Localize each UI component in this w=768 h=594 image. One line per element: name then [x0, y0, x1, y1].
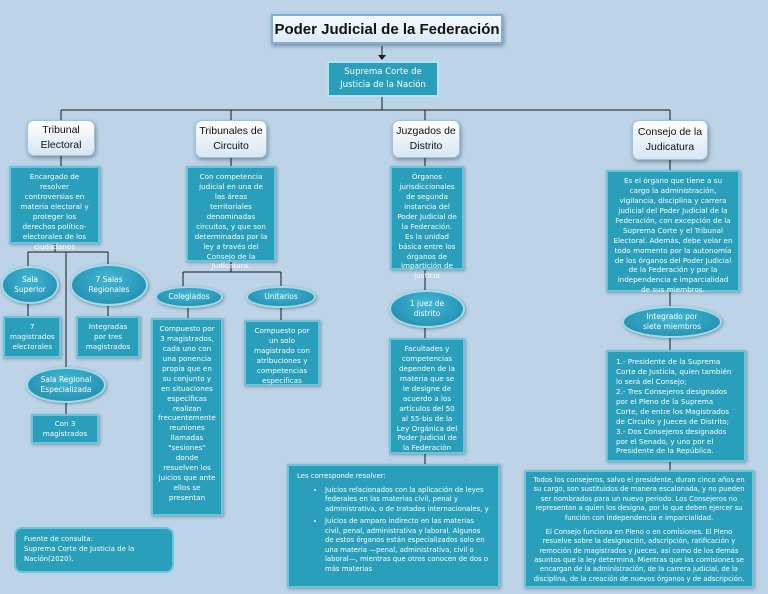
consejo-desc-text: Es el órgano que tiene a su cargo la adm… [613, 176, 733, 295]
oval-colegiados: Colegiados [155, 286, 223, 308]
header-tribunal-electoral: Tribunal Electoral [27, 120, 95, 156]
oval-unitarios: Unitarios [246, 286, 316, 308]
suprema-corte-text: Suprema Corte de Justicia de la Nación [340, 67, 426, 90]
sala-especializada-desc-text: Con 3 magistrados [42, 419, 88, 438]
list-item: Juicios de amparo indirecto en las mater… [325, 517, 490, 574]
sala-especializada-desc: Con 3 magistrados [31, 414, 99, 444]
suprema-corte-box: Suprema Corte de Justicia de la Nación [327, 61, 439, 97]
list-item: Juicios relacionados con la aplicación d… [325, 486, 490, 515]
integrado-text: Integrado por siete miembros [642, 311, 702, 332]
tribunal-electoral-desc: Encargado de resolver controversias en m… [9, 166, 100, 251]
consejo-bottom-p2: El Consejo funciona en Pleno o en comisi… [533, 527, 745, 583]
salas-regionales-text: 7 Salas Regionales [88, 274, 130, 295]
header-tribunales-circuito-text: Tribunales de Circuito [199, 124, 263, 152]
sala-superior-desc-text: 7 magistrados electorales [10, 322, 55, 351]
unitarios-desc-text: Compuesto por un solo magistrado con atr… [253, 326, 311, 385]
corresponde-list: Juicios relacionados con la aplicación d… [297, 486, 490, 575]
corresponde-intro: Les corresponde resolver: [297, 472, 386, 480]
oval-salas-regionales: 7 Salas Regionales [70, 264, 148, 306]
juzgados-distrito-desc-text: Órganos jurisdiccionales de segunda inst… [397, 172, 457, 281]
tribunales-circuito-desc-text: Con competencia judicial en una de las á… [194, 172, 268, 271]
header-juzgados-distrito: Juzgados de Distrito [392, 120, 460, 158]
consejo-miembros: 1.- Presidente de la Suprema Corte de Ju… [606, 350, 746, 462]
list-item: 3.- Dos Consejeros designados por el Sen… [616, 426, 727, 456]
list-item: 1.- Presidente de la Suprema Corte de Ju… [616, 357, 732, 386]
consejo-bottom-p1: Todos los consejeros, salvo el president… [533, 476, 745, 522]
list-item: 2.- Tres Consejeros designados por el Pl… [616, 386, 730, 426]
unitarios-text: Unitarios [264, 291, 298, 301]
sala-especializada-text: Sala Regional Especializada [40, 374, 92, 395]
sala-superior-desc: 7 magistrados electorales [3, 316, 61, 358]
colegiados-desc: Compuesto por 3 magistrados, cada uno co… [151, 318, 223, 516]
oval-juez-distrito: 1 juez de distrito [389, 290, 465, 328]
page-title: Poder Judicial de la Federación [271, 14, 503, 44]
tribunales-circuito-desc: Con competencia judicial en una de las á… [186, 166, 276, 270]
juez-distrito-desc-text: Facultades y competencias dependen de la… [396, 344, 458, 453]
source-text: Suprema Corte de Justicia de la Nación(2… [24, 544, 135, 563]
consejo-desc: Es el órgano que tiene a su cargo la adm… [606, 170, 740, 295]
tribunal-electoral-desc-text: Encargado de resolver controversias en m… [20, 172, 89, 251]
header-consejo-text: Consejo de la Judicatura [637, 125, 703, 153]
consejo-bottom: Todos los consejeros, salvo el president… [524, 470, 754, 588]
title-text: Poder Judicial de la Federación [274, 20, 500, 38]
salas-regionales-desc: Integradas por tres magistrados [76, 316, 140, 358]
source-label: Fuente de consulta: [24, 535, 94, 543]
colegiados-desc-text: Compuesto por 3 magistrados, cada uno co… [158, 324, 216, 502]
oval-sala-superior: Sala Superior [1, 266, 59, 304]
header-tribunal-electoral-text: Tribunal Electoral [40, 123, 82, 151]
arrow-down-icon [378, 55, 386, 60]
header-juzgados-distrito-text: Juzgados de Distrito [396, 124, 456, 152]
unitarios-desc: Compuesto por un solo magistrado con atr… [244, 320, 320, 386]
sala-superior-text: Sala Superior [14, 274, 46, 295]
juzgados-distrito-desc: Órganos jurisdiccionales de segunda inst… [390, 166, 464, 280]
source-box: Fuente de consulta: Suprema Corte de Jus… [14, 527, 174, 573]
salas-regionales-desc-text: Integradas por tres magistrados [85, 322, 131, 351]
juez-distrito-text: 1 juez de distrito [409, 298, 445, 319]
header-tribunales-circuito: Tribunales de Circuito [195, 120, 267, 158]
oval-integrado: Integrado por siete miembros [622, 306, 722, 338]
juez-distrito-desc: Facultades y competencias dependen de la… [389, 338, 465, 454]
corresponde-box: Les corresponde resolver: Juicios relaci… [287, 464, 500, 588]
colegiados-text: Colegiados [168, 291, 210, 301]
oval-sala-especializada: Sala Regional Especializada [26, 367, 106, 403]
header-consejo: Consejo de la Judicatura [632, 120, 708, 160]
